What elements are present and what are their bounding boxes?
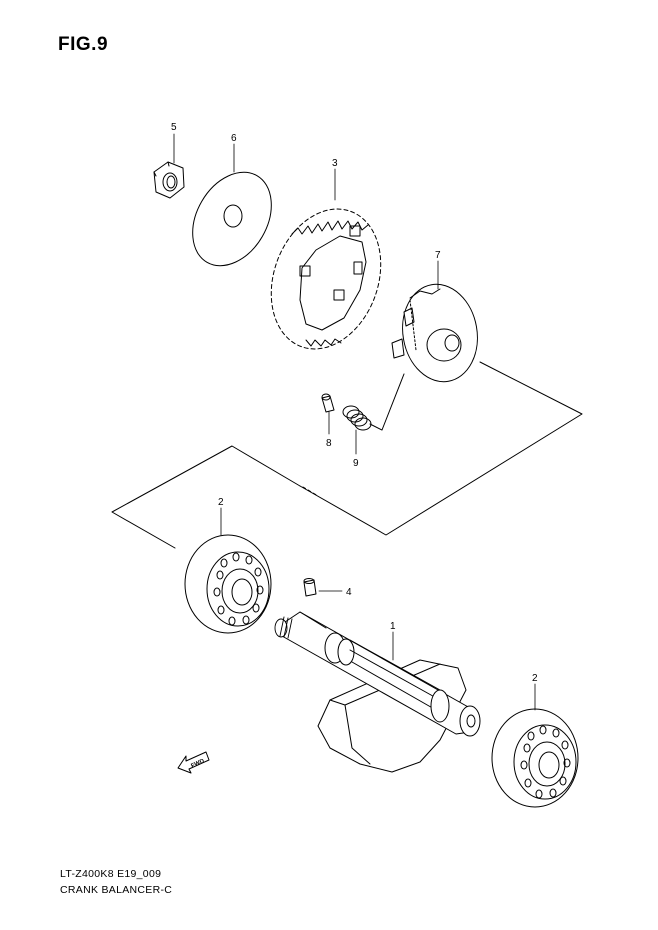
footer-assembly-name: CRANK BALANCER-C (60, 884, 173, 896)
callout-1: 1 (390, 621, 396, 632)
washer-part-6 (192, 171, 272, 267)
leader-spring-to-hub (369, 373, 405, 431)
ball-bearing-part-2-right (491, 708, 579, 808)
ball-bearing-part-2-left (184, 534, 272, 634)
callout-5: 5 (171, 122, 177, 133)
figure-title: FIG.9 (58, 34, 109, 55)
callout-2-left: 2 (218, 497, 224, 508)
fwd-label: FWD (190, 758, 206, 769)
callout-6: 6 (231, 133, 237, 144)
assembly-outline (111, 361, 583, 549)
hex-nut-part-5 (153, 161, 185, 199)
callout-4: 4 (346, 587, 352, 598)
callout-2-right: 2 (532, 673, 538, 684)
callout-numbers: 5 6 3 7 8 9 2 4 1 2 (171, 122, 538, 684)
callout-3: 3 (332, 158, 338, 169)
callout-leaders (173, 133, 536, 711)
callout-9: 9 (353, 458, 359, 469)
callout-7: 7 (435, 250, 441, 261)
damper-hub-part-7 (391, 283, 478, 383)
key-part-4 (303, 578, 317, 597)
balancer-gear-part-3 (270, 208, 382, 350)
fwd-arrow-icon: FWD (177, 751, 210, 774)
callout-8: 8 (326, 438, 332, 449)
spring-part-9 (342, 405, 372, 431)
dowel-pin-part-8 (321, 393, 335, 413)
balancer-shaft-part-1 (274, 611, 481, 773)
footer-model-code: LT-Z400K8 E19_009 (60, 868, 162, 880)
